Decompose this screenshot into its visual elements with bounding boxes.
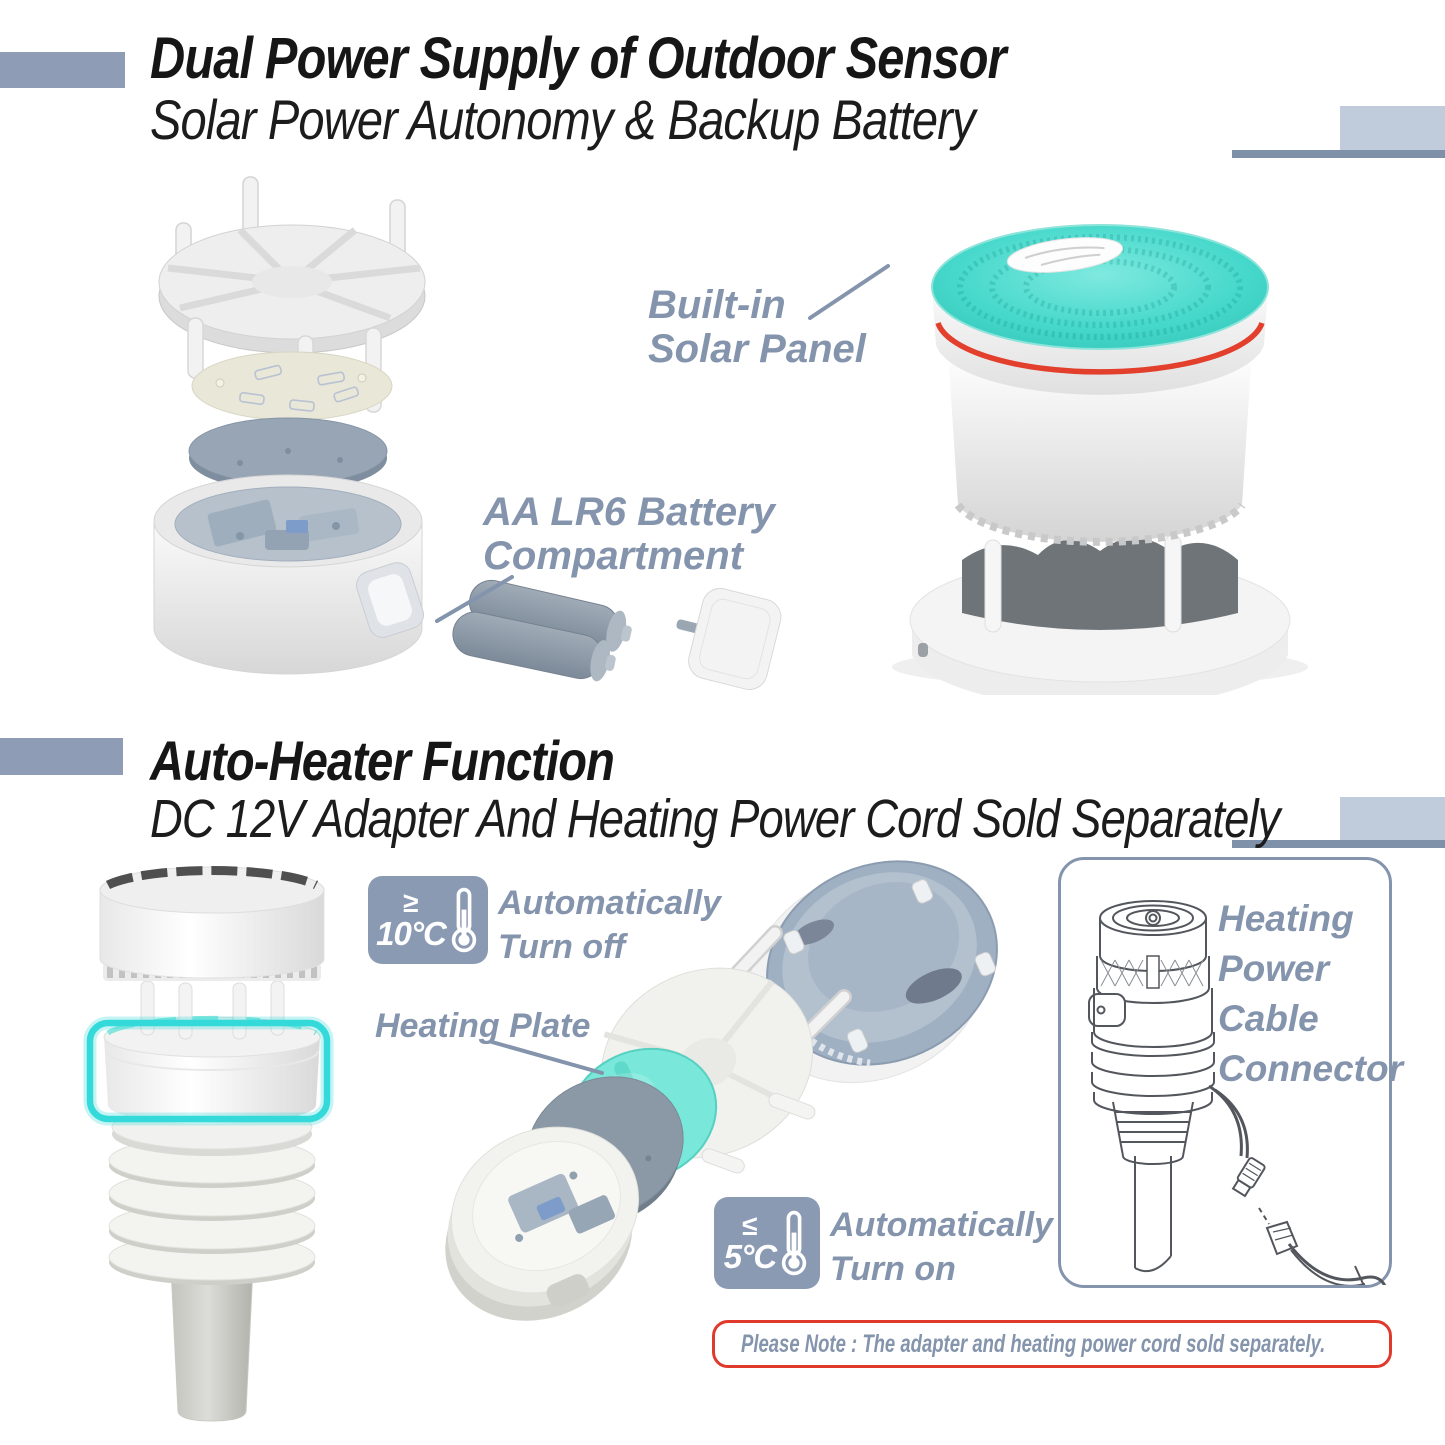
label-auto-turn-on: Automatically Turn on [830,1204,1053,1291]
sensor-underside-assembly [748,860,998,1084]
thermometer-icon [451,887,477,953]
top-cap [99,866,325,981]
cable-connector-box: Heating Power Cable Connector [1058,857,1403,1288]
auto-off-line1: Automatically [498,884,721,922]
section2-title: Auto-Heater Function [150,729,615,792]
battery-door [676,587,782,690]
gte-operator: ≥ [403,886,419,918]
section1-title: Dual Power Supply of Outdoor Sensor [150,26,1007,91]
auto-on-line2: Turn on [830,1249,956,1288]
decorative-rect-top-right [1340,106,1445,150]
sensor-body [948,350,1252,542]
label-connector: Connector [1218,1047,1403,1089]
label-auto-turn-off: Automatically Turn off [498,882,721,969]
decorative-bar-top-right [1232,150,1445,158]
temp-value: ≥ 10°C [376,886,447,952]
mesh-gap [962,538,1238,630]
battery-base-cylinder [153,474,424,675]
label-aa-lr6: AA LR6 Battery [483,490,775,534]
temp-badge-turn-off: ≥ 10°C [368,876,488,964]
auto-on-line1: Automatically [830,1206,1053,1244]
mount-tube [170,1266,254,1422]
red-ring [935,322,1265,375]
label-solar-panel: Solar Panel [648,327,866,371]
solar-panel-top [931,224,1269,350]
note-box: ! Please Note : The adapter and heating … [712,1320,1392,1368]
label-cable: Cable [1218,997,1319,1039]
decorative-bar-mid-left [0,738,123,775]
heater-base [445,1126,640,1321]
auto-off-line2: Turn off [498,927,626,966]
label-battery-compartment: AA LR6 Battery Compartment [483,490,775,578]
heater-drum [103,1015,321,1124]
section1-subtitle: Solar Power Autonomy & Backup Battery [150,88,976,151]
label-heating-power-cable-connector: Heating Power Cable Connector [1218,894,1403,1094]
exploded-heater-illustration [445,860,998,1321]
temp-badge-turn-on: ≤ 5°C [714,1197,820,1289]
sensor-posts [984,534,1182,633]
sensor-solar-photo-illustration [892,224,1308,695]
label-built-in: Built-in [648,283,786,327]
toothed-edge [954,502,1246,546]
label-compartment: Compartment [483,534,744,578]
note-text: Please Note : The adapter and heating po… [741,1329,1326,1358]
heater-highlight-outline [83,1016,334,1126]
section2-subtitle: DC 12V Adapter And Heating Power Cord So… [150,789,1280,849]
top-plate [158,224,426,354]
temp-value: ≤ 5°C [723,1209,777,1275]
decorative-bar-mid-right [1232,840,1445,848]
aa-batteries [452,579,632,682]
decorative-bar-top-left [0,52,125,88]
center-label [1006,237,1124,273]
label-built-in-solar-panel: Built-in Solar Panel [648,283,866,371]
decorative-rect-mid-right [1340,797,1445,840]
label-heating-plate: Heating Plate [375,1007,591,1045]
assembled-sensor-illustration [83,866,334,1422]
thermometer-icon [781,1210,807,1276]
gray-disc [188,417,388,491]
solar-pcb-disc [191,351,393,421]
radiation-shield-rings [108,1104,316,1285]
label-heating: Heating [1218,898,1354,939]
lte-operator: ≤ [742,1209,758,1241]
label-power: Power [1218,947,1330,989]
exploded-sensor-battery-illustration [153,176,782,690]
cable-connector-line-drawing [1088,900,1387,1285]
